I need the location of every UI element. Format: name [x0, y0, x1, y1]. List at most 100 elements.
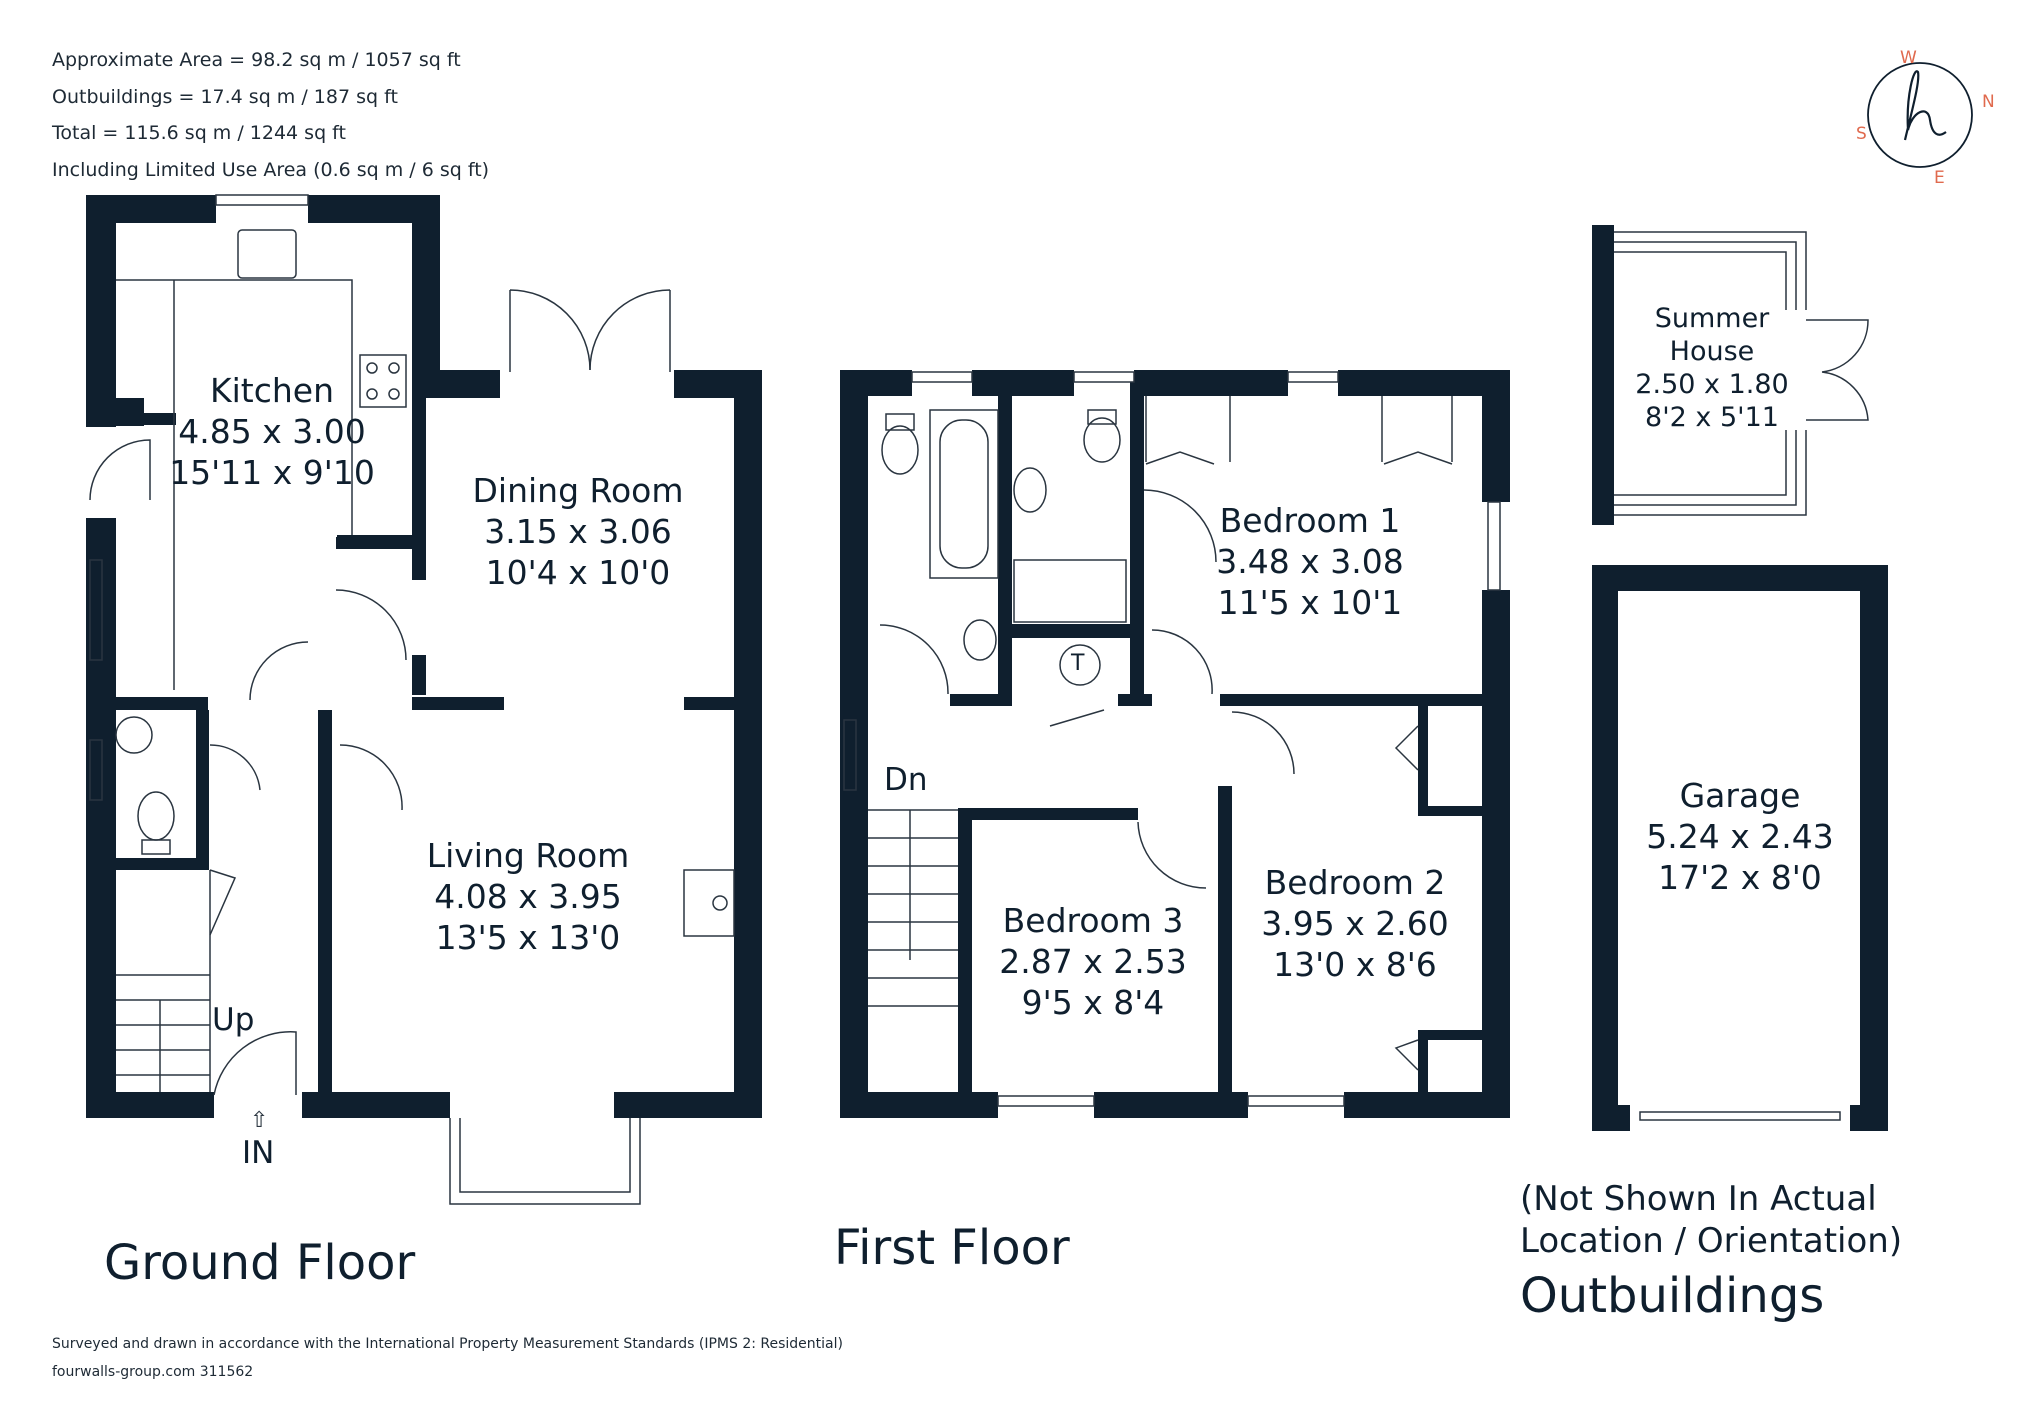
reference-text: fourwalls-group.com 311562 [52, 1364, 254, 1380]
gf-wall-left-mid [86, 518, 116, 1118]
fireplace [683, 869, 735, 937]
stairs-first [868, 809, 958, 1007]
room-dining-name: Dining Room [472, 471, 684, 510]
room-kitchen-imperial: 15'11 x 9'10 [169, 453, 375, 492]
ff-wall-landing-h2 [1118, 694, 1152, 706]
first-floor-title: First Floor [834, 1220, 1070, 1276]
gf-wall-dining-top-right [674, 370, 762, 398]
door-front [213, 1031, 297, 1096]
tank-label: T [1071, 651, 1085, 676]
compass-e: E [1934, 168, 1945, 188]
room-bedroom1-metric: 3.48 x 3.08 [1216, 542, 1404, 581]
garage-wall-bl [1592, 1105, 1630, 1131]
room-summer-imperial: 8'2 x 5'11 [1645, 402, 1779, 433]
gf-wall-wc-bottom [116, 858, 209, 870]
wardrobe-doors-bed1 [1145, 451, 1453, 465]
stairs-up-label: Up [212, 1002, 255, 1038]
bathtub [929, 409, 999, 579]
ff-wall-bed2-wardrobe-v [1418, 706, 1428, 816]
ipms-statement: Surveyed and drawn in accordance with th… [52, 1336, 843, 1352]
outbuildings-note: (Not Shown In Actual Location / Orientat… [1520, 1178, 1902, 1262]
gf-wall-wc-v [196, 710, 209, 860]
ff-wall-bed2-wardrobe2 [1418, 1030, 1492, 1040]
room-summer-name1: Summer [1654, 303, 1770, 334]
summer-wall-left [1592, 225, 1614, 525]
room-kitchen-metric: 4.85 x 3.00 [178, 412, 366, 451]
gf-wall-living-left [318, 710, 332, 1110]
ff-wall-top-4 [1338, 370, 1510, 396]
room-bedroom3-imperial: 9'5 x 8'4 [1021, 983, 1165, 1022]
basin-bath [963, 619, 997, 661]
room-bedroom1-imperial: 11'5 x 10'1 [1217, 583, 1403, 622]
summer-house-outline [1614, 231, 1869, 516]
room-garage-name: Garage [1679, 776, 1801, 815]
ff-wall-bed1-bottom [1220, 694, 1510, 706]
ff-wall-airing [1000, 624, 1140, 638]
door-under-stair [209, 869, 237, 936]
ff-wall-bed3-left [958, 812, 972, 1108]
ff-wall-top-2 [972, 370, 1074, 396]
gf-wall-kitchen-bottom [336, 537, 416, 549]
compass-w: W [1900, 48, 1917, 68]
garage-wall-right [1860, 565, 1888, 1131]
outbuildings-note-line2: Location / Orientation) [1520, 1221, 1903, 1261]
compass-n: N [1982, 92, 1995, 112]
room-dining-metric: 3.15 x 3.06 [484, 512, 672, 551]
door-bath [879, 624, 949, 695]
door-living [339, 744, 403, 811]
gf-wall-inner-v2 [412, 655, 426, 695]
limited-use-area-text: Including Limited Use Area (0.6 sq m / 6… [52, 159, 490, 181]
room-bedroom3: Bedroom 3 2.87 x 2.53 9'5 x 8'4 [999, 900, 1186, 1023]
room-summer-name2: House [1669, 336, 1755, 367]
room-living-metric: 4.08 x 3.95 [434, 877, 622, 916]
gf-wall-left-top [86, 195, 116, 427]
outbuildings-area-text: Outbuildings = 17.4 sq m / 187 sq ft [52, 86, 398, 108]
door-bed1 [1151, 629, 1213, 695]
basin-ensuite [1013, 467, 1047, 513]
gf-wall-dining-top-left [412, 370, 500, 398]
room-bedroom2-name: Bedroom 2 [1264, 863, 1446, 902]
room-bedroom1-name: Bedroom 1 [1219, 501, 1401, 540]
fixtures [89, 194, 1869, 1205]
entrance-label: IN [242, 1135, 275, 1171]
garage-door [1639, 1111, 1841, 1121]
gf-wall-bottom-left [86, 1092, 214, 1118]
kitchen-hob [359, 354, 407, 408]
gf-wall-hall-sep [116, 413, 176, 425]
ff-wall-bed3-top [958, 808, 1138, 820]
room-summer-house: Summer House 2.50 x 1.80 8'2 x 5'11 [1635, 302, 1788, 434]
compass-s: S [1856, 124, 1867, 144]
kitchen-counter [116, 279, 353, 535]
room-bedroom3-name: Bedroom 3 [1002, 901, 1184, 940]
outbuildings-note-line1: (Not Shown In Actual [1520, 1179, 1877, 1219]
bay-window-inner [459, 1118, 631, 1193]
room-garage-metric: 5.24 x 2.43 [1646, 817, 1834, 856]
room-garage-imperial: 17'2 x 8'0 [1658, 858, 1822, 897]
door-bed2 [1231, 711, 1295, 775]
ff-wall-bed23 [1218, 786, 1232, 1108]
door-bed3 [1137, 821, 1207, 889]
ff-wall-landing-h [950, 694, 1012, 706]
room-dining: Dining Room 3.15 x 3.06 10'4 x 10'0 [473, 470, 684, 593]
ff-wall-bed2-wardrobe-v2 [1418, 1030, 1428, 1100]
room-kitchen: Kitchen 4.85 x 3.00 15'11 x 9'10 [169, 370, 375, 493]
window-landing [843, 719, 857, 791]
window-bed1-right [1487, 501, 1501, 591]
gf-wall-hall-top [116, 697, 208, 710]
door-wc [209, 744, 261, 791]
wardrobe-door-bed2 [1394, 725, 1419, 1071]
room-bedroom3-metric: 2.87 x 2.53 [999, 942, 1187, 981]
room-dining-imperial: 10'4 x 10'0 [485, 553, 671, 592]
window-kitchen-left [89, 559, 103, 661]
gf-wall-dining-living [412, 697, 504, 710]
total-area-text: Total = 115.6 sq m / 1244 sq ft [52, 122, 346, 144]
gf-wall-top-left [86, 195, 216, 223]
room-bedroom1: Bedroom 1 3.48 x 3.08 11'5 x 10'1 [1216, 500, 1403, 623]
outbuildings-title: Outbuildings [1520, 1268, 1825, 1324]
room-living: Living Room 4.08 x 3.95 13'5 x 13'0 [427, 835, 630, 958]
door-dining [335, 589, 407, 661]
room-kitchen-name: Kitchen [209, 371, 335, 410]
ff-wall-bath-v [998, 382, 1012, 694]
ff-wall-ensuite-v [1130, 382, 1144, 694]
room-summer-metric: 2.50 x 1.80 [1635, 369, 1789, 400]
